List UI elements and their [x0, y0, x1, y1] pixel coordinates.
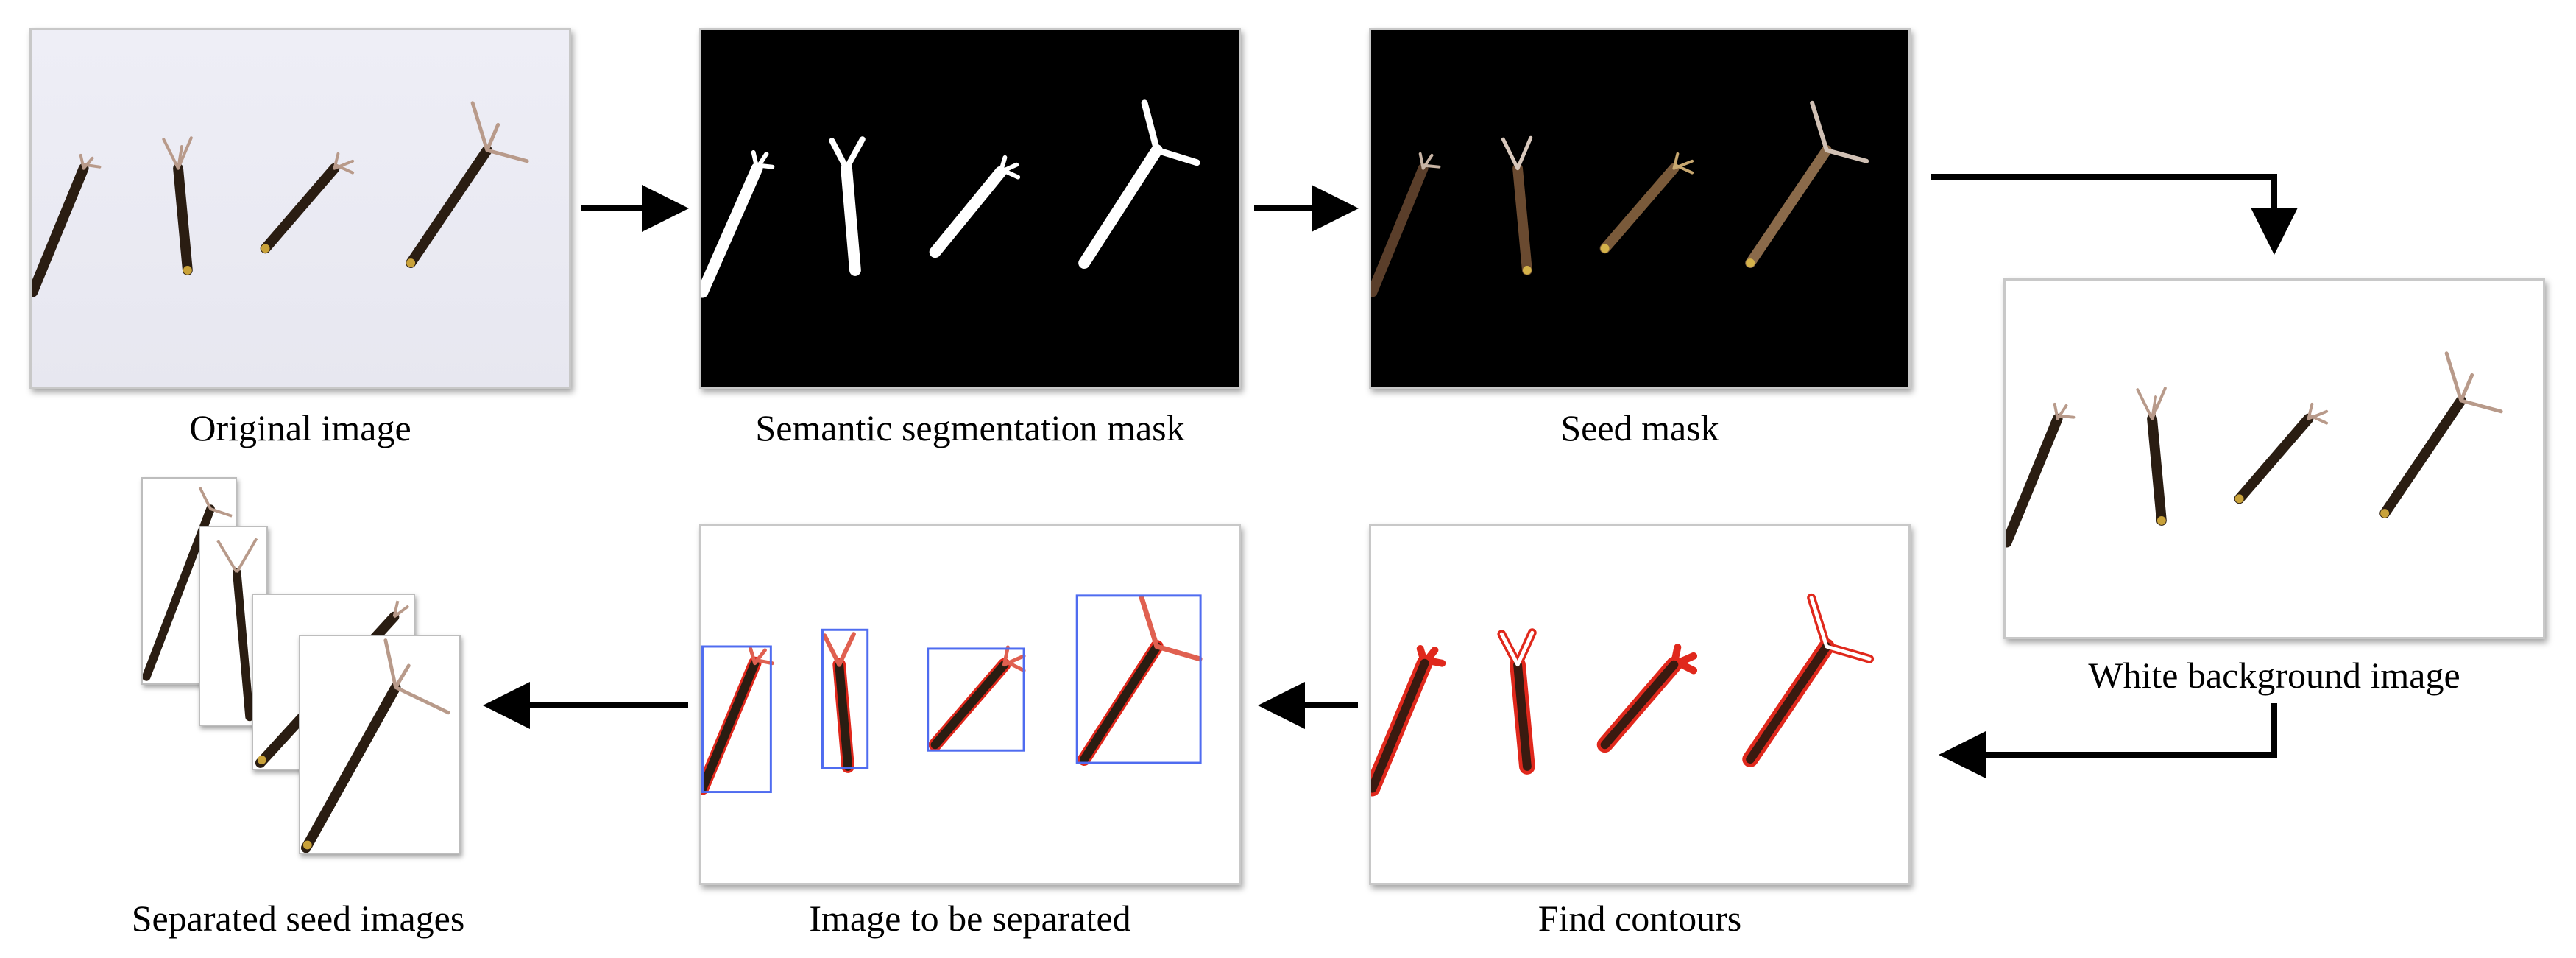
caption-separated: Separated seed images [131, 898, 465, 939]
caption-original: Original image [189, 407, 411, 448]
semantic-mask [701, 99, 1200, 298]
bbox-seed-3 [927, 647, 1025, 752]
white-background-image [2006, 351, 2503, 548]
bbox-image [701, 594, 1203, 795]
seed-mask [1371, 100, 1869, 297]
bbox-seed-4 [1075, 594, 1202, 764]
find-contours-panel [1369, 524, 1911, 885]
semantic-mask-panel [699, 28, 1241, 389]
seed-mask-panel [1369, 28, 1911, 389]
to-separate-panel [699, 524, 1241, 885]
caption-semantic: Semantic segmentation mask [755, 407, 1185, 448]
arrow-whitebg-to-contours [1939, 703, 2277, 778]
caption-white-bg: White background image [2088, 655, 2460, 696]
bbox-seed-1 [701, 645, 772, 794]
caption-find-contours: Find contours [1538, 898, 1742, 939]
white-background-panel [2003, 278, 2545, 639]
original-image [32, 101, 529, 297]
caption-seed-mask: Seed mask [1560, 407, 1719, 448]
bbox-seed-2 [821, 628, 869, 769]
caption-to-separate: Image to be separated [809, 898, 1131, 939]
arrow-seedmask-to-whitebg [1931, 174, 2298, 255]
seed-crop-4 [299, 635, 461, 854]
contours-image [1371, 593, 1875, 797]
original-image-panel [29, 28, 571, 389]
